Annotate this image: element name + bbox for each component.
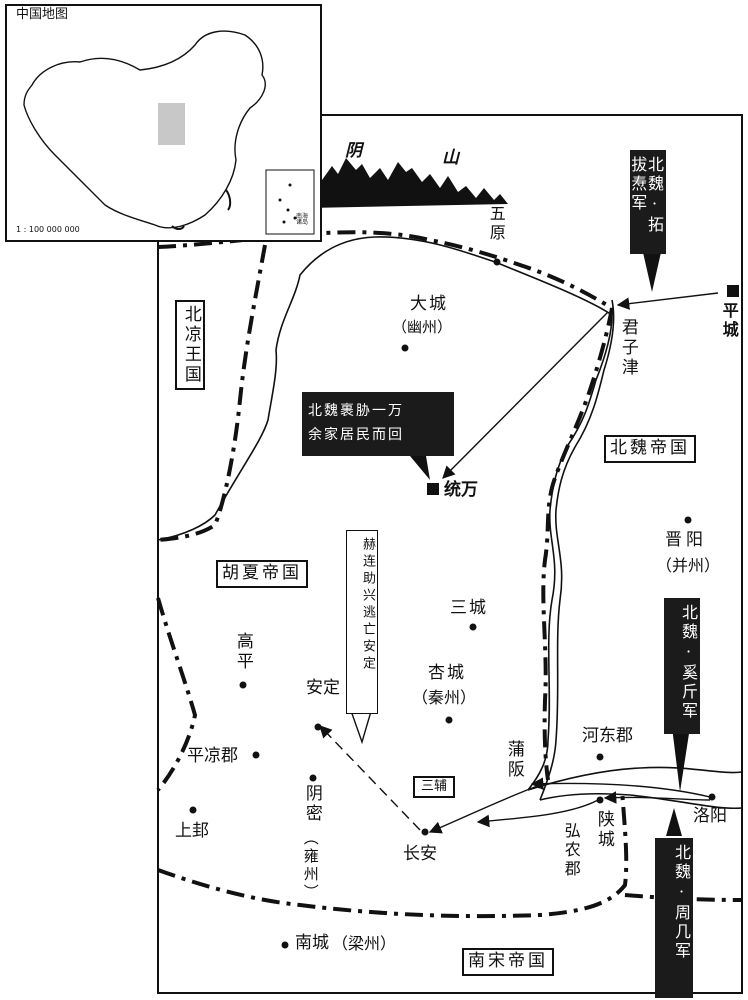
place-sancheng: 三城 xyxy=(450,598,488,618)
callout-relocation: 北魏裹胁一万 余家居民而回 xyxy=(302,392,454,456)
callout-relocation-line2: 余家居民而回 xyxy=(308,426,404,443)
place-hongnong: 弘农郡 xyxy=(561,822,581,879)
place-yinmi-alt: （雍州） xyxy=(301,830,320,902)
region-san-fu: 三辅 xyxy=(413,776,456,798)
state-bei-wei: 北魏帝国 xyxy=(604,435,696,463)
place-xingcheng-alt: （秦州） xyxy=(412,688,477,707)
state-nan-song: 南宋帝国 xyxy=(462,948,554,976)
mountain-label-2: 山 xyxy=(442,148,459,168)
place-datong: 大城 xyxy=(410,294,448,314)
mountain-label-1: 阴 xyxy=(345,141,362,161)
place-shanggui: 上邽 xyxy=(175,821,209,841)
yin-mountains xyxy=(308,158,508,208)
yellow-river xyxy=(157,236,743,810)
callout-relocation-line1: 北魏裹胁一万 xyxy=(308,403,404,419)
city-markers xyxy=(189,258,739,949)
inset-title: 中国地图 xyxy=(16,7,69,22)
place-wuyuan: 五原 xyxy=(486,205,506,243)
inset-islands-label: 南海诸岛 xyxy=(296,213,309,227)
place-xingcheng: 杏城 xyxy=(428,663,466,683)
callout-zhouji: 北魏·周几军 xyxy=(655,838,693,998)
place-datong-alt: （幽州） xyxy=(392,318,453,336)
place-anding: 安定 xyxy=(306,678,340,698)
place-luoyang: 洛阳 xyxy=(693,806,727,826)
place-changan: 长安 xyxy=(403,844,437,864)
inset-scale: 1 : 100 000 000 xyxy=(16,225,80,234)
inset-map xyxy=(5,4,322,242)
place-hedong: 河东郡 xyxy=(582,726,633,746)
place-junzijin: 君子津 xyxy=(617,318,638,378)
place-shancheng: 陕城 xyxy=(593,810,614,850)
place-pingliang: 平凉郡 xyxy=(187,746,238,766)
place-nancheng-alt: （梁州） xyxy=(332,934,397,953)
callout-tuoba: 北魏·拓拔焘军 xyxy=(628,150,666,254)
place-pingcheng: 平城 xyxy=(719,302,739,340)
place-gaoping: 高平 xyxy=(232,632,253,672)
place-jinyang-alt: （并州） xyxy=(656,556,721,575)
callout-helian: 赫连助兴逃亡安定 xyxy=(346,530,378,714)
state-hu-xia: 胡夏帝国 xyxy=(216,560,308,588)
movement-arrows xyxy=(319,292,719,834)
place-puban: 蒲阪 xyxy=(503,740,524,780)
map-frame xyxy=(157,114,743,994)
state-bei-liang: 北凉王国 xyxy=(175,300,205,390)
place-yinmi: 阴密 xyxy=(301,784,322,824)
place-nancheng: 南城 xyxy=(295,933,329,953)
callout-xiejin: 北魏·奚斤军 xyxy=(664,598,700,734)
callout-pointers xyxy=(349,248,690,836)
place-tongwan: 统万 xyxy=(444,480,478,500)
place-jinyang: 晋阳 xyxy=(665,530,707,550)
